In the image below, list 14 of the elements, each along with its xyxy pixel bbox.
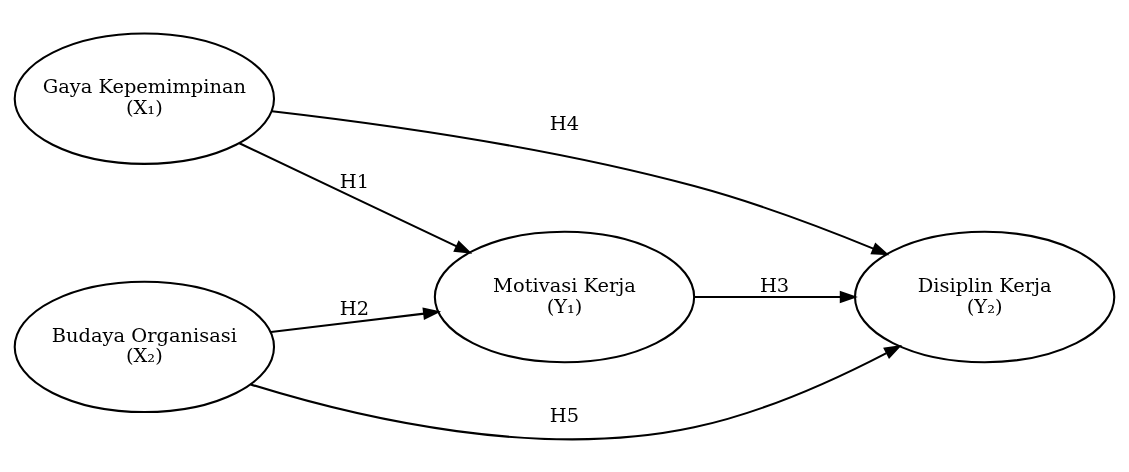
arrow: [238, 141, 473, 254]
arrow: [271, 109, 890, 255]
arrow: [270, 306, 442, 333]
edge-label: H3: [759, 273, 790, 297]
edge-label: H1: [339, 169, 370, 193]
edge-label: H4: [549, 111, 580, 134]
arrow: [250, 344, 903, 440]
node-ellipse: Motivasi Kerja (Y₁): [433, 230, 696, 363]
node-ellipse: Gaya Kepemimpinan (X₁): [13, 32, 276, 165]
arrow: [694, 290, 858, 303]
edge-label: H2: [339, 296, 370, 320]
edge-label: H5: [549, 403, 580, 427]
node-ellipse: Disiplin Kerja (Y₂): [853, 230, 1116, 363]
node-ellipse: Budaya Organisasi (X₂): [13, 280, 276, 413]
